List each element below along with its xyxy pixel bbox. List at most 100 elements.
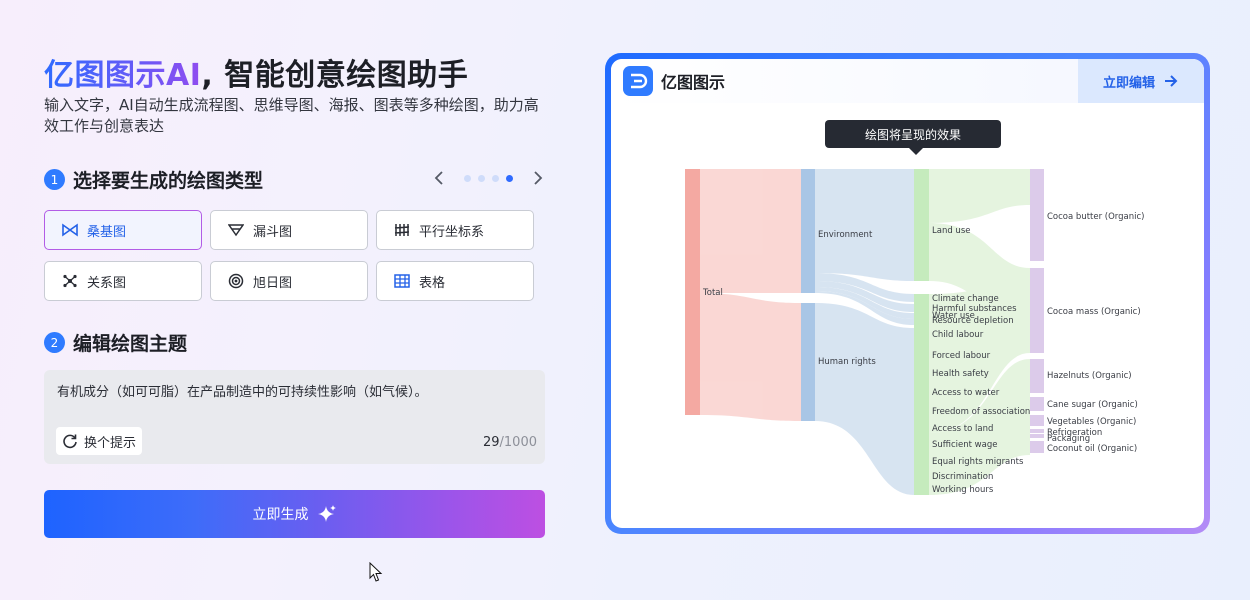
prev-page-arrow-icon[interactable]	[431, 168, 447, 188]
preview-card: 亿图图示 立即编辑 绘图将呈现的效果	[611, 59, 1204, 528]
graph-icon	[61, 272, 79, 290]
link-env-climate	[815, 273, 914, 302]
chart-type-table-button[interactable]: 表格	[376, 261, 534, 301]
char-count: 29	[482, 435, 500, 450]
chart-type-label: 桑基图	[87, 224, 127, 240]
label-ingredient: Refrigeration	[1047, 428, 1102, 438]
link-hr-impacts	[815, 303, 914, 495]
sankey-links	[700, 169, 1030, 495]
label-impact: Discrimination	[932, 472, 993, 482]
link-env-land-use	[815, 169, 914, 281]
label-ingredient: Cane sugar (Organic)	[1047, 400, 1138, 410]
chart-type-grid: 桑基图 漏斗图 平行坐标系 关系图 旭日图 表格	[44, 210, 534, 301]
step-1-title: 1 选择要生成的绘图类型	[44, 166, 263, 193]
sparkle-icon	[317, 504, 337, 524]
prompt-text[interactable]: 有机成分（如可可脂）在产品制造中的可持续性影响（如气候）。	[57, 385, 428, 400]
chart-type-label: 关系图	[87, 275, 127, 291]
label-ingredient: Packaging	[1047, 434, 1090, 444]
parallel-coords-icon	[393, 221, 411, 239]
label-ingredient: Hazelnuts (Organic)	[1047, 371, 1132, 381]
generate-label: 立即生成	[252, 507, 309, 523]
link-env-resources	[815, 291, 914, 325]
node-refrigeration	[1030, 429, 1044, 433]
link-total-environment	[700, 169, 801, 293]
type-pager	[431, 167, 546, 189]
label-ingredient: Vegetables (Organic)	[1047, 417, 1136, 427]
page-dot[interactable]	[492, 174, 499, 182]
node-human-rights	[801, 303, 815, 421]
node-land-use	[914, 169, 929, 281]
link-impacts-mass	[929, 278, 1030, 433]
change-prompt-label: 换个提示	[84, 435, 137, 451]
page-dot-active[interactable]	[506, 174, 513, 182]
node-impacts	[914, 294, 929, 495]
page-dot[interactable]	[478, 174, 485, 182]
node-packaging	[1030, 434, 1044, 438]
sankey-icon	[61, 221, 79, 239]
node-cocoa-mass	[1030, 268, 1044, 353]
app-name: 亿图图示	[661, 73, 726, 92]
next-page-arrow-icon[interactable]	[530, 168, 546, 188]
change-prompt-button[interactable]: 换个提示	[56, 427, 143, 455]
sankey-labels: Total Environment Human rights Land use …	[702, 212, 1145, 495]
edit-now-label: 立即编辑	[1102, 75, 1155, 91]
step-1-badge: 1	[44, 169, 65, 190]
label-impact: Water use	[932, 311, 975, 321]
step-2-label: 编辑绘图主题	[73, 333, 188, 355]
link-land-use-butter	[929, 169, 1030, 223]
arrow-right-icon	[1163, 73, 1179, 89]
link-env-substances	[815, 281, 914, 312]
label-impact: Forced labour	[932, 351, 991, 361]
chart-type-sunburst-button[interactable]: 旭日图	[210, 261, 368, 301]
page-title: 亿图图示AI, 智能创意绘图助手	[44, 50, 468, 94]
label-impact: Health safety	[932, 369, 989, 379]
node-cocoa-butter	[1030, 169, 1044, 261]
node-environment	[801, 169, 815, 293]
chart-type-sankey-button[interactable]: 桑基图	[44, 210, 202, 250]
link-impacts-others	[929, 359, 1030, 495]
chart-type-label: 漏斗图	[253, 224, 293, 240]
chart-type-label: 旭日图	[253, 275, 293, 291]
edit-now-button[interactable]: 立即编辑	[1078, 59, 1204, 103]
node-cane-sugar	[1030, 397, 1044, 411]
step-2-title: 2 编辑绘图主题	[44, 329, 187, 356]
funnel-icon	[227, 221, 245, 239]
chart-type-parallel-coords-button[interactable]: 平行坐标系	[376, 210, 534, 250]
generate-button[interactable]: 立即生成	[44, 490, 545, 538]
refresh-icon	[62, 433, 78, 449]
char-counter: 29/1000	[483, 435, 537, 450]
sankey-diagram: Total Environment Human rights Land use …	[685, 169, 1145, 495]
label-impact: Sufficient wage	[932, 440, 997, 450]
page-dot[interactable]	[464, 174, 471, 182]
prompt-textarea[interactable]: 有机成分（如可可脂）在产品制造中的可持续性影响（如气候）。 换个提示 29/10…	[44, 370, 545, 464]
table-icon	[393, 272, 411, 290]
label-environment: Environment	[818, 230, 873, 240]
label-impact: Access to land	[932, 424, 993, 434]
label-impact: Harmful substances	[932, 304, 1017, 314]
char-max: /1000	[499, 435, 537, 450]
label-impact: Climate change	[932, 294, 999, 304]
label-impact: Land use	[932, 226, 970, 236]
label-impact: Working hours	[932, 485, 994, 495]
label-impact: Resource depletion	[932, 316, 1014, 326]
chart-type-funnel-button[interactable]: 漏斗图	[210, 210, 368, 250]
node-vegetables	[1030, 415, 1044, 426]
preview-tooltip: 绘图将呈现的效果	[825, 120, 1001, 155]
label-impact: Child labour	[932, 330, 984, 340]
node-coconut-oil	[1030, 441, 1044, 453]
label-ingredient: Coconut oil (Organic)	[1047, 444, 1137, 454]
label-ingredient: Cocoa butter (Organic)	[1047, 212, 1145, 222]
node-hazelnuts	[1030, 359, 1044, 393]
mouse-cursor-icon	[369, 562, 383, 582]
label-total: Total	[702, 288, 723, 298]
label-human-rights: Human rights	[818, 357, 876, 367]
sunburst-icon	[227, 272, 245, 290]
label-impact: Equal rights migrants	[932, 457, 1024, 467]
brand-name: 亿图图示AI	[44, 58, 202, 93]
label-ingredient: Cocoa mass (Organic)	[1047, 307, 1141, 317]
page-subtitle: 输入文字，AI自动生成流程图、思维导图、海报、图表等多种绘图，助力高效工作与创意…	[44, 96, 539, 135]
sankey-nodes	[685, 169, 1044, 495]
app-logo-icon	[623, 66, 653, 96]
label-impact: Access to water	[932, 388, 1000, 398]
chart-type-graph-button[interactable]: 关系图	[44, 261, 202, 301]
